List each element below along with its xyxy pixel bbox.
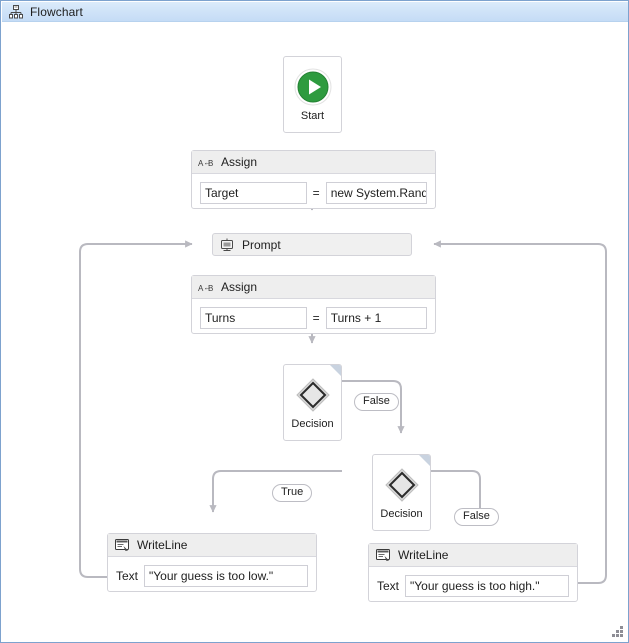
decision-corner-marker xyxy=(330,365,341,376)
node-prompt[interactable]: Prompt xyxy=(212,233,412,256)
window-title-bar: Flowchart xyxy=(2,2,628,22)
svg-text:A: A xyxy=(198,159,204,168)
writeline-console-icon xyxy=(375,547,391,563)
prompt-title: Prompt xyxy=(242,237,281,252)
writeline-low-text-input[interactable]: "Your guess is too low." xyxy=(144,565,308,587)
writeline-high-text-input[interactable]: "Your guess is too high." xyxy=(405,575,569,597)
wire-writeline-low-loop-to-prompt xyxy=(79,240,193,578)
assign-target-body: Target = new System.Randor xyxy=(192,174,435,212)
writeline-high-field-label: Text xyxy=(377,579,400,593)
flowchart-hierarchy-icon xyxy=(8,4,24,20)
assign-target-header: A ← B Assign xyxy=(192,151,435,174)
assign-target-title: Assign xyxy=(221,155,258,169)
writeline-low-header: WriteLine xyxy=(108,534,316,557)
node-decision-1[interactable]: Decision xyxy=(283,364,342,441)
node-assign-turns[interactable]: A ← B Assign Turns = Turns + 1 xyxy=(191,275,436,334)
writeline-high-header: WriteLine xyxy=(369,544,577,567)
writeline-low-body: Text "Your guess is too low." xyxy=(108,557,316,595)
svg-text:←: ← xyxy=(204,283,212,292)
wire-writeline-high-loop-to-prompt xyxy=(433,240,607,584)
svg-text:B: B xyxy=(208,159,213,168)
svg-text:B: B xyxy=(208,284,213,293)
prompt-display-icon xyxy=(219,237,235,253)
assign-turns-lhs-input[interactable]: Turns xyxy=(200,307,307,329)
assign-turns-operator: = xyxy=(312,311,320,325)
edge-label-decision1-true: True xyxy=(272,484,313,502)
flowchart-canvas[interactable]: Start A ← B Assign Target = new System.R… xyxy=(2,22,628,642)
edge-label-decision2-false: False xyxy=(454,508,499,526)
decision-1-label: Decision xyxy=(291,417,334,430)
assign-turns-body: Turns = Turns + 1 xyxy=(192,299,435,337)
writeline-console-icon xyxy=(114,537,130,553)
writeline-high-title: WriteLine xyxy=(398,548,449,562)
svg-text:A: A xyxy=(198,284,204,293)
resize-grip-icon[interactable] xyxy=(610,624,625,639)
assign-target-lhs-input[interactable]: Target xyxy=(200,182,307,204)
writeline-high-body: Text "Your guess is too high." xyxy=(369,567,577,605)
assign-ab-icon: A ← B xyxy=(198,279,214,295)
node-writeline-low[interactable]: WriteLine Text "Your guess is too low." xyxy=(107,533,317,592)
window-title: Flowchart xyxy=(30,4,83,19)
assign-target-rhs-input[interactable]: new System.Randor xyxy=(325,182,427,204)
edge-label-decision1-false: False xyxy=(354,393,399,411)
node-assign-target[interactable]: A ← B Assign Target = new System.Randor xyxy=(191,150,436,209)
assign-turns-title: Assign xyxy=(221,280,258,294)
decision-corner-marker xyxy=(419,455,430,466)
writeline-low-field-label: Text xyxy=(116,569,139,583)
assign-ab-icon: A ← B xyxy=(198,154,214,170)
diamond-decision-icon xyxy=(294,376,332,414)
start-label: Start xyxy=(300,110,325,122)
svg-text:←: ← xyxy=(204,158,212,167)
assign-turns-header: A ← B Assign xyxy=(192,276,435,299)
node-writeline-high[interactable]: WriteLine Text "Your guess is too high." xyxy=(368,543,578,602)
diamond-decision-icon xyxy=(383,466,421,504)
decision-2-label: Decision xyxy=(380,507,423,520)
writeline-low-title: WriteLine xyxy=(137,538,188,552)
node-decision-2[interactable]: Decision xyxy=(372,454,431,531)
assign-turns-rhs-input[interactable]: Turns + 1 xyxy=(325,307,427,329)
node-start[interactable]: Start xyxy=(283,56,342,133)
play-circle-icon xyxy=(293,67,333,107)
assign-target-operator: = xyxy=(312,186,320,200)
